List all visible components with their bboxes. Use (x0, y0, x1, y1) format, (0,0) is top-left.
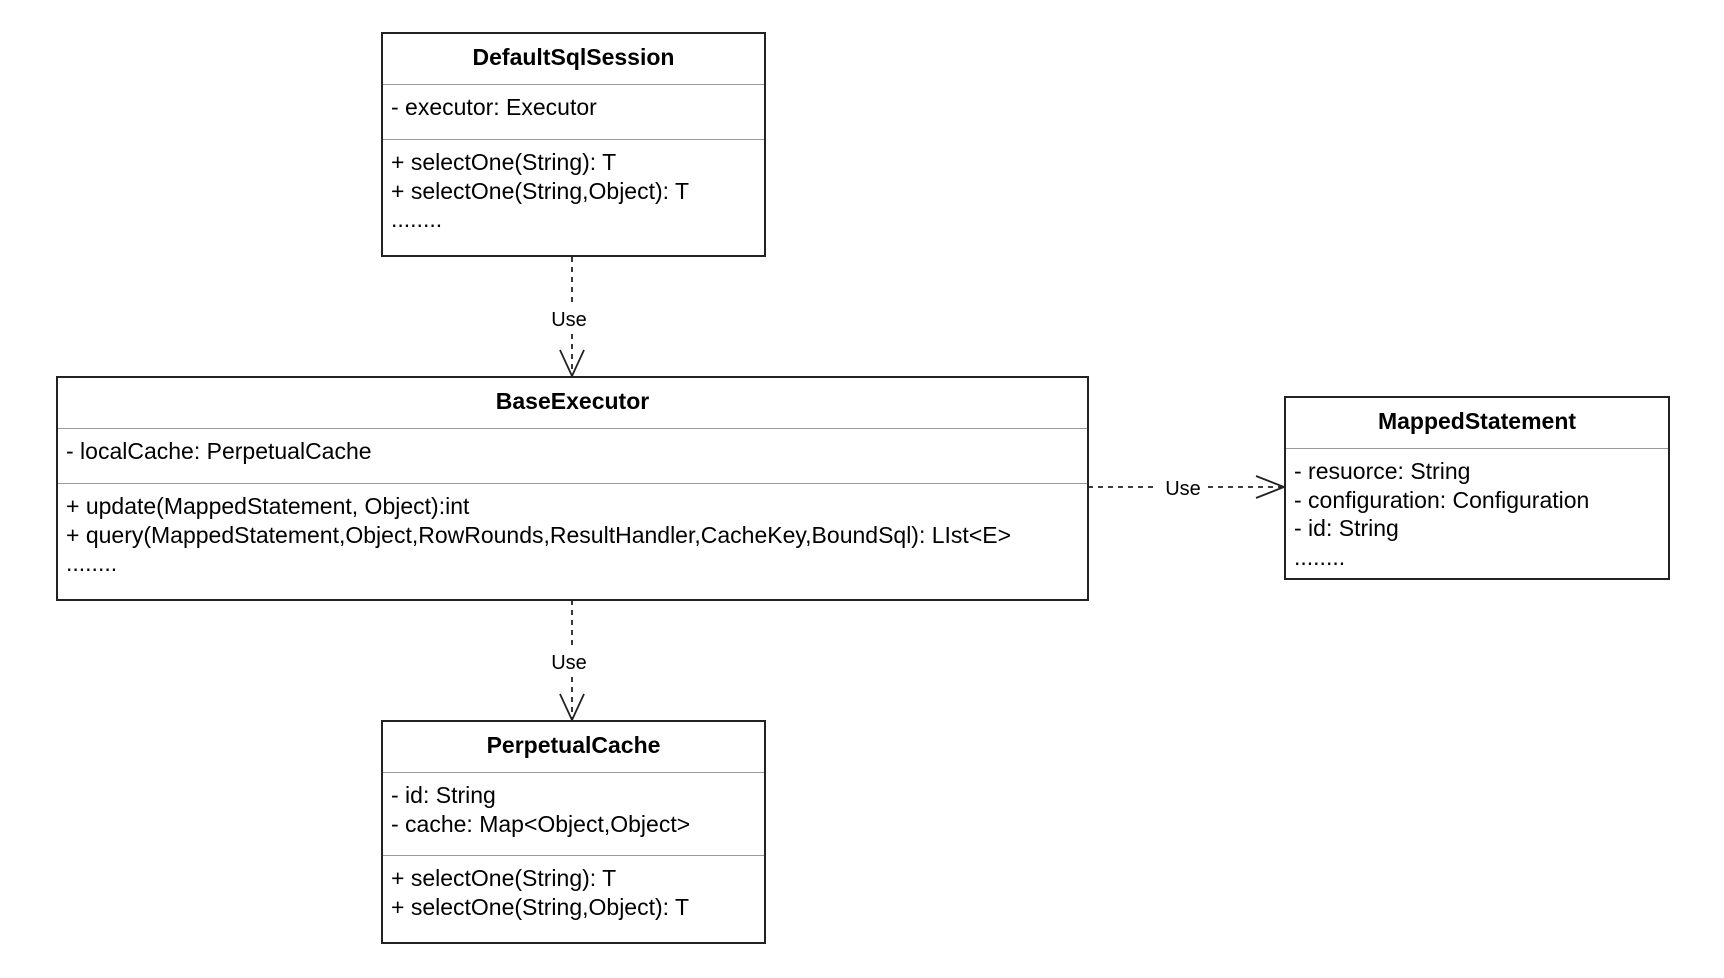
use-label: Use (551, 652, 587, 674)
class-box-baseexecutor: BaseExecutor - localCache: PerpetualCach… (56, 376, 1089, 601)
class-box-perpetualcache: PerpetualCache - id: String - cache: Map… (381, 720, 766, 944)
method: + query(MappedStatement,Object,RowRounds… (66, 521, 1012, 548)
ellipsis: ........ (1294, 543, 1346, 570)
attributes-section: - localCache: PerpetualCache (58, 429, 1087, 484)
attribute: - id: String (391, 782, 496, 808)
method: + update(MappedStatement, Object):int (66, 493, 470, 519)
method: + selectOne(String): T (391, 865, 617, 891)
attribute: - resuorce: String (1294, 458, 1471, 484)
attribute: - configuration: Configuration (1294, 486, 1590, 513)
use-label: Use (1165, 478, 1201, 500)
attribute: - localCache: PerpetualCache (66, 438, 372, 464)
ellipsis: ........ (66, 550, 118, 576)
class-name: PerpetualCache (383, 722, 764, 773)
class-name: MappedStatement (1286, 398, 1668, 449)
method: + selectOne(String,Object): T (391, 893, 690, 920)
class-name: DefaultSqlSession (383, 34, 764, 85)
methods-section: + selectOne(String): T + selectOne(Strin… (383, 140, 764, 242)
arrowhead-open (559, 349, 585, 379)
attribute: - executor: Executor (391, 94, 597, 120)
class-box-mappedstatement: MappedStatement - resuorce: String - con… (1284, 396, 1670, 580)
attributes-section: - resuorce: String - configuration: Conf… (1286, 449, 1668, 579)
attributes-section: - executor: Executor (383, 85, 764, 140)
attributes-section: - id: String - cache: Map<Object,Object> (383, 773, 764, 856)
methods-section: + selectOne(String): T + selectOne(Strin… (383, 856, 764, 929)
attribute: - id: String (1294, 515, 1399, 541)
ellipsis: ........ (391, 206, 443, 232)
use-label: Use (551, 309, 587, 331)
class-name: BaseExecutor (58, 378, 1087, 429)
methods-section: + update(MappedStatement, Object):int + … (58, 484, 1087, 586)
method: + selectOne(String,Object): T (391, 177, 690, 204)
method: + selectOne(String): T (391, 149, 617, 175)
class-box-defaultsqlsession: DefaultSqlSession - executor: Executor +… (381, 32, 766, 257)
attribute: - cache: Map<Object,Object> (391, 810, 691, 837)
